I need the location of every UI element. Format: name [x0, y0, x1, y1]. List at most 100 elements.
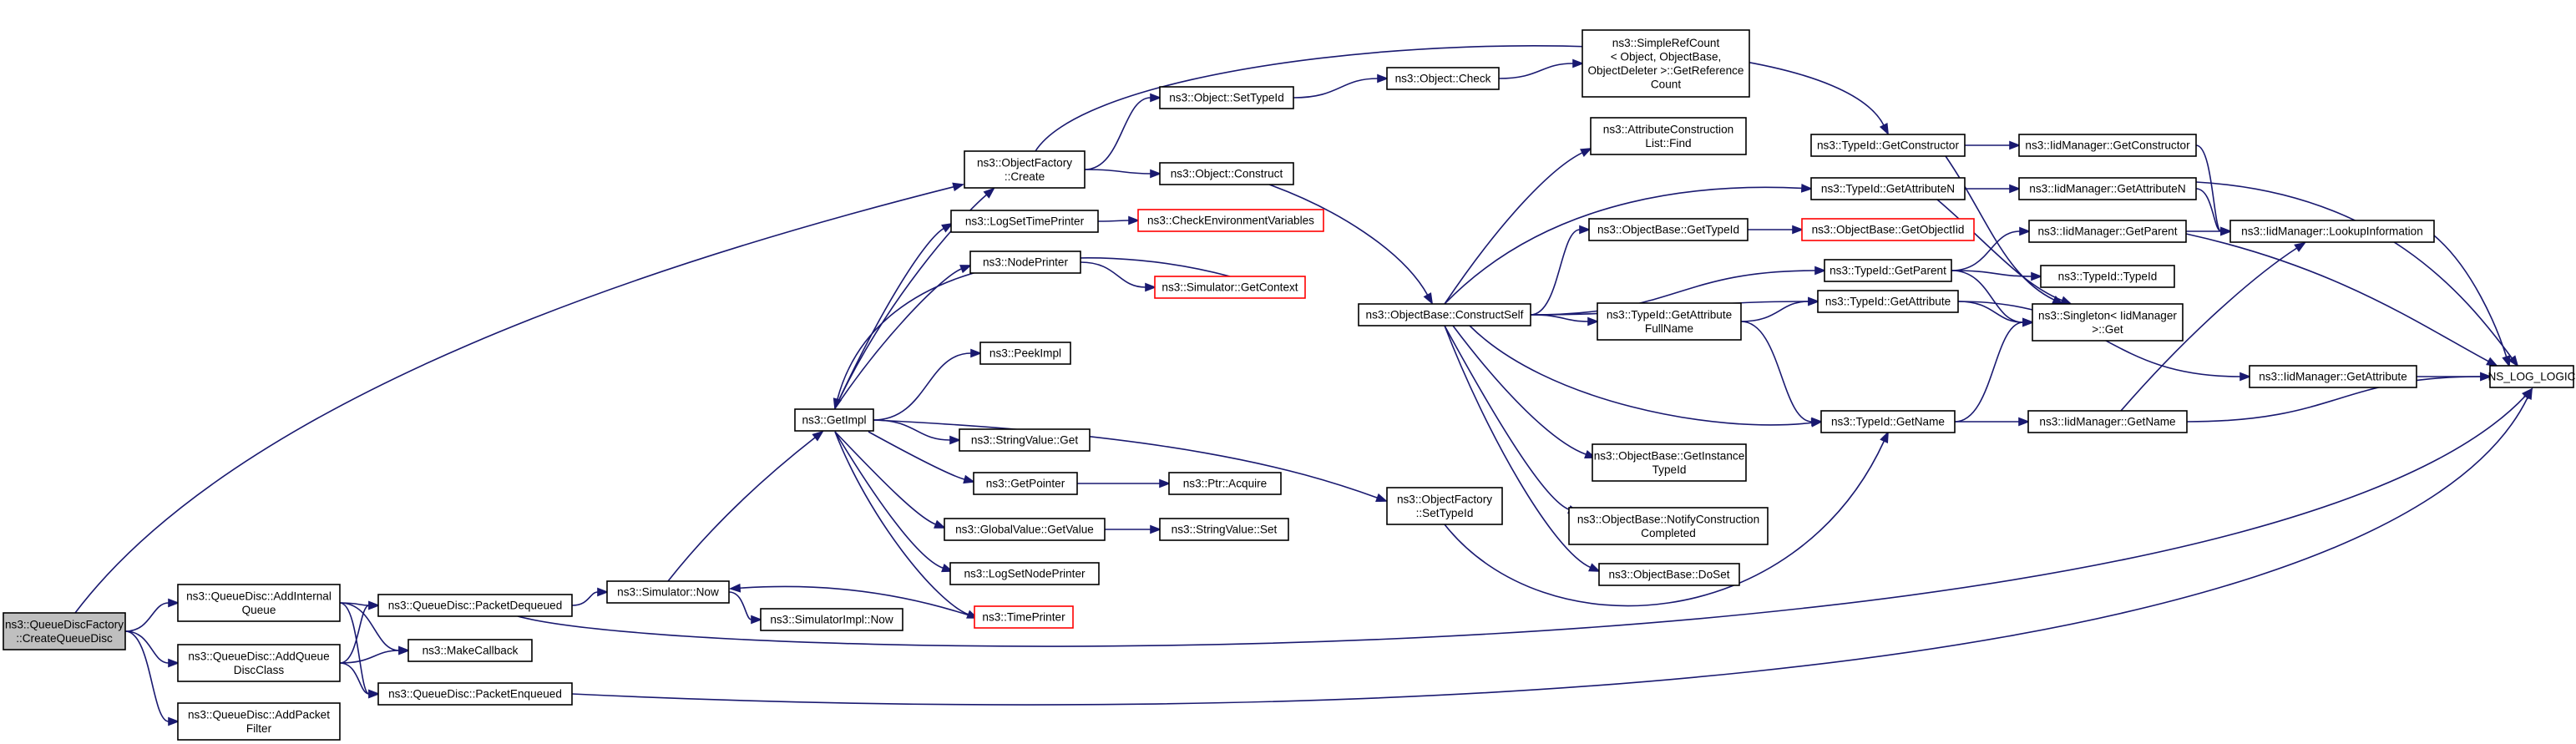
node-label: ns3::Simulator::GetContext — [1161, 281, 1298, 294]
node-objFactoryCreate[interactable]: ns3::ObjectFactory::Create — [964, 150, 1086, 189]
node-globalValueGetValue[interactable]: ns3::GlobalValue::GetValue — [944, 518, 1106, 541]
node-iidLookupInformation[interactable]: ns3::IidManager::LookupInformation — [2229, 220, 2435, 243]
edge-constructSelf-to-attrConstructionListFind — [1444, 148, 1593, 305]
node-packetDequeued[interactable]: ns3::QueueDisc::PacketDequeued — [377, 594, 573, 617]
edge-line — [1469, 325, 1813, 426]
node-timePrinter[interactable]: ns3::TimePrinter — [974, 605, 1074, 629]
edge-getImpl-to-getPointer — [868, 431, 976, 484]
node-label: ns3::GetPointer — [986, 478, 1065, 490]
edge-line — [1444, 325, 1570, 511]
node-nsLogLogic[interactable]: NS_LOG_LOGIC — [2487, 365, 2576, 388]
arrowhead — [983, 187, 995, 199]
node-peekImpl[interactable]: ns3::PeekImpl — [979, 342, 1071, 365]
node-getObjectIid[interactable]: ns3::ObjectBase::GetObjectIid — [1801, 218, 1975, 241]
node-typeIdTypeId[interactable]: ns3::TypeId::TypeId — [2040, 265, 2175, 288]
edge-iidGetAttributeN-to-nsLogLogic — [2195, 181, 2519, 367]
node-typeIdGetName[interactable]: ns3::TypeId::GetName — [1820, 410, 1956, 433]
node-getImpl[interactable]: ns3::GetImpl — [794, 408, 874, 432]
node-iidGetParent[interactable]: ns3::IidManager::GetParent — [2028, 220, 2187, 243]
node-objCheck[interactable]: ns3::Object::Check — [1386, 67, 1500, 90]
arrowhead — [2031, 271, 2043, 281]
edge-iidLookupInformation-to-nsLogLogic — [2433, 235, 2511, 368]
node-objSetTypeId[interactable]: ns3::Object::SetTypeId — [1159, 86, 1294, 109]
edge-line — [2120, 247, 2298, 412]
node-typeIdGetAttribute[interactable]: ns3::TypeId::GetAttribute — [1817, 290, 1959, 313]
node-iidGetAttributeN[interactable]: ns3::IidManager::GetAttributeN — [2018, 177, 2197, 200]
edge-line — [873, 352, 972, 421]
edge-packetEnqueued-to-nsLogLogic — [571, 387, 2533, 706]
arrowhead — [1150, 169, 1162, 179]
node-simImplNow[interactable]: ns3::SimulatorImpl::Now — [760, 608, 903, 631]
edge-getImpl-to-objFactorySetTypeId — [873, 419, 1389, 503]
node-box — [794, 408, 874, 432]
arrowhead — [2486, 357, 2498, 367]
edge-simNow-to-getImpl — [667, 430, 824, 582]
arrowhead — [1579, 225, 1592, 235]
arrowhead — [1150, 524, 1162, 534]
node-constructSelf[interactable]: ns3::ObjectBase::ConstructSelf — [1358, 303, 1531, 326]
node-iidGetAttribute[interactable]: ns3::IidManager::GetAttribute — [2249, 365, 2417, 388]
arrowhead — [934, 519, 947, 529]
node-simpleRefCount[interactable]: ns3::SimpleRefCount< Object, ObjectBase,… — [1582, 29, 1750, 98]
node-simNow[interactable]: ns3::Simulator::Now — [606, 580, 730, 604]
node-label: ns3::QueueDisc::PacketDequeued — [388, 600, 563, 612]
node-iidGetConstructor[interactable]: ns3::IidManager::GetConstructor — [2018, 134, 2197, 157]
node-ptrAcquire[interactable]: ns3::Ptr::Acquire — [1168, 472, 1282, 495]
node-label: ns3::QueueDisc::AddInternal — [186, 590, 331, 602]
arrowhead — [1880, 430, 1889, 443]
edge-line — [1444, 152, 1583, 305]
edge-getPointer-to-ptrAcquire — [1077, 478, 1172, 488]
arrowhead — [1377, 73, 1389, 84]
node-box — [1159, 162, 1294, 185]
node-box — [377, 682, 573, 706]
node-label: ns3::ObjectBase::ConstructSelf — [1366, 309, 1524, 321]
node-box — [964, 150, 1086, 189]
node-objConstruct[interactable]: ns3::Object::Construct — [1159, 162, 1294, 185]
node-makeCallback[interactable]: ns3::MakeCallback — [407, 639, 533, 662]
node-nodePrinter[interactable]: ns3::NodePrinter — [969, 251, 1081, 274]
node-iidGetName[interactable]: ns3::IidManager::GetName — [2027, 410, 2188, 433]
edge-line — [2433, 235, 2508, 357]
edge-line — [1957, 301, 2024, 323]
edge-nodePrinter-to-simGetContext — [1080, 261, 1157, 292]
node-stringValueSet[interactable]: ns3::StringValue::Set — [1159, 518, 1289, 541]
node-label: ns3::ObjectBase::DoSet — [1608, 569, 1729, 581]
node-label: ns3::Object::SetTypeId — [1169, 92, 1284, 104]
node-box — [1590, 117, 1747, 155]
edge-typeIdGetParent-to-iidGetParent — [1951, 226, 2032, 271]
node-typeIdGetParent[interactable]: ns3::TypeId::GetParent — [1824, 259, 1952, 282]
arrowhead — [2009, 184, 2022, 194]
node-objFactorySetTypeId[interactable]: ns3::ObjectFactory::SetTypeId — [1386, 487, 1503, 525]
node-notifyConstructionCompleted[interactable]: ns3::ObjectBase::NotifyConstructionCompl… — [1568, 507, 1769, 545]
node-stringValueGet[interactable]: ns3::StringValue::Get — [959, 428, 1091, 452]
edge-line — [339, 605, 370, 664]
node-getPointer[interactable]: ns3::GetPointer — [973, 472, 1078, 495]
node-typeIdGetConstructor[interactable]: ns3::TypeId::GetConstructor — [1810, 134, 1966, 157]
node-packetEnqueued[interactable]: ns3::QueueDisc::PacketEnqueued — [377, 682, 573, 706]
node-label: ns3::TypeId::GetParent — [1830, 265, 1946, 277]
node-box — [1810, 177, 1966, 200]
node-root[interactable]: ns3::QueueDiscFactory::CreateQueueDisc — [3, 612, 126, 650]
edge-simNow-to-simImplNow — [728, 591, 763, 625]
node-logSetTimePrinter[interactable]: ns3::LogSetTimePrinter — [950, 210, 1099, 233]
node-simGetContext[interactable]: ns3::Simulator::GetContext — [1154, 276, 1306, 299]
node-typeIdGetAttributeN[interactable]: ns3::TypeId::GetAttributeN — [1810, 177, 1966, 200]
node-box — [2229, 220, 2435, 243]
node-label: ns3::Simulator::Now — [617, 586, 719, 599]
edge-line — [2195, 181, 2513, 359]
arrowhead — [1580, 148, 1593, 157]
edge-constructSelf-to-objBaseGetTypeId — [1530, 225, 1592, 316]
node-checkEnv[interactable]: ns3::CheckEnvironmentVariables — [1137, 209, 1324, 232]
node-singletonGet[interactable]: ns3::Singleton< IidManager >::Get — [2032, 303, 2184, 342]
node-label: ns3::IidManager::GetAttributeN — [2029, 183, 2185, 195]
node-objBaseGetTypeId[interactable]: ns3::ObjectBase::GetTypeId — [1588, 218, 1749, 241]
node-logSetNodePrinter[interactable]: ns3::LogSetNodePrinter — [949, 562, 1100, 585]
node-doSet[interactable]: ns3::ObjectBase::DoSet — [1598, 563, 1740, 586]
node-box — [1810, 134, 1966, 157]
